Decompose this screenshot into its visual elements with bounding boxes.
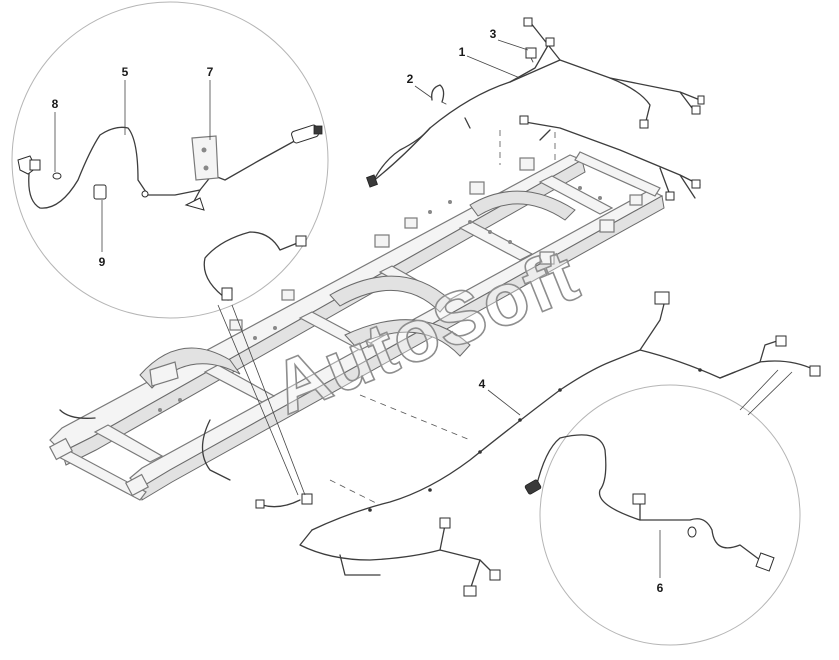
detail-front-abs-sensor [17,124,323,211]
callout-6: 6 [657,581,664,595]
callout-9: 9 [99,255,106,269]
front-sensor-harness [59,231,307,481]
callout-leaders [54,39,661,578]
harness-4 [255,291,821,597]
detail-circle-top-left [11,1,329,319]
detail-leaders [217,304,793,496]
connector-3 [525,47,537,63]
callout-3: 3 [490,27,497,41]
callout-5: 5 [122,65,129,79]
chassis-frame [48,151,665,501]
harness-2 [431,84,447,105]
callout-8: 8 [52,97,59,111]
callout-labels: 1 2 3 4 5 6 7 8 9 [52,27,664,595]
callout-4: 4 [479,377,486,391]
harness-1 [366,17,705,201]
callout-2: 2 [407,72,414,86]
detail-circle-bottom-right [539,384,801,646]
detail-rear-abs-sensor [524,434,775,572]
callout-7: 7 [207,65,214,79]
callout-1: 1 [459,45,466,59]
